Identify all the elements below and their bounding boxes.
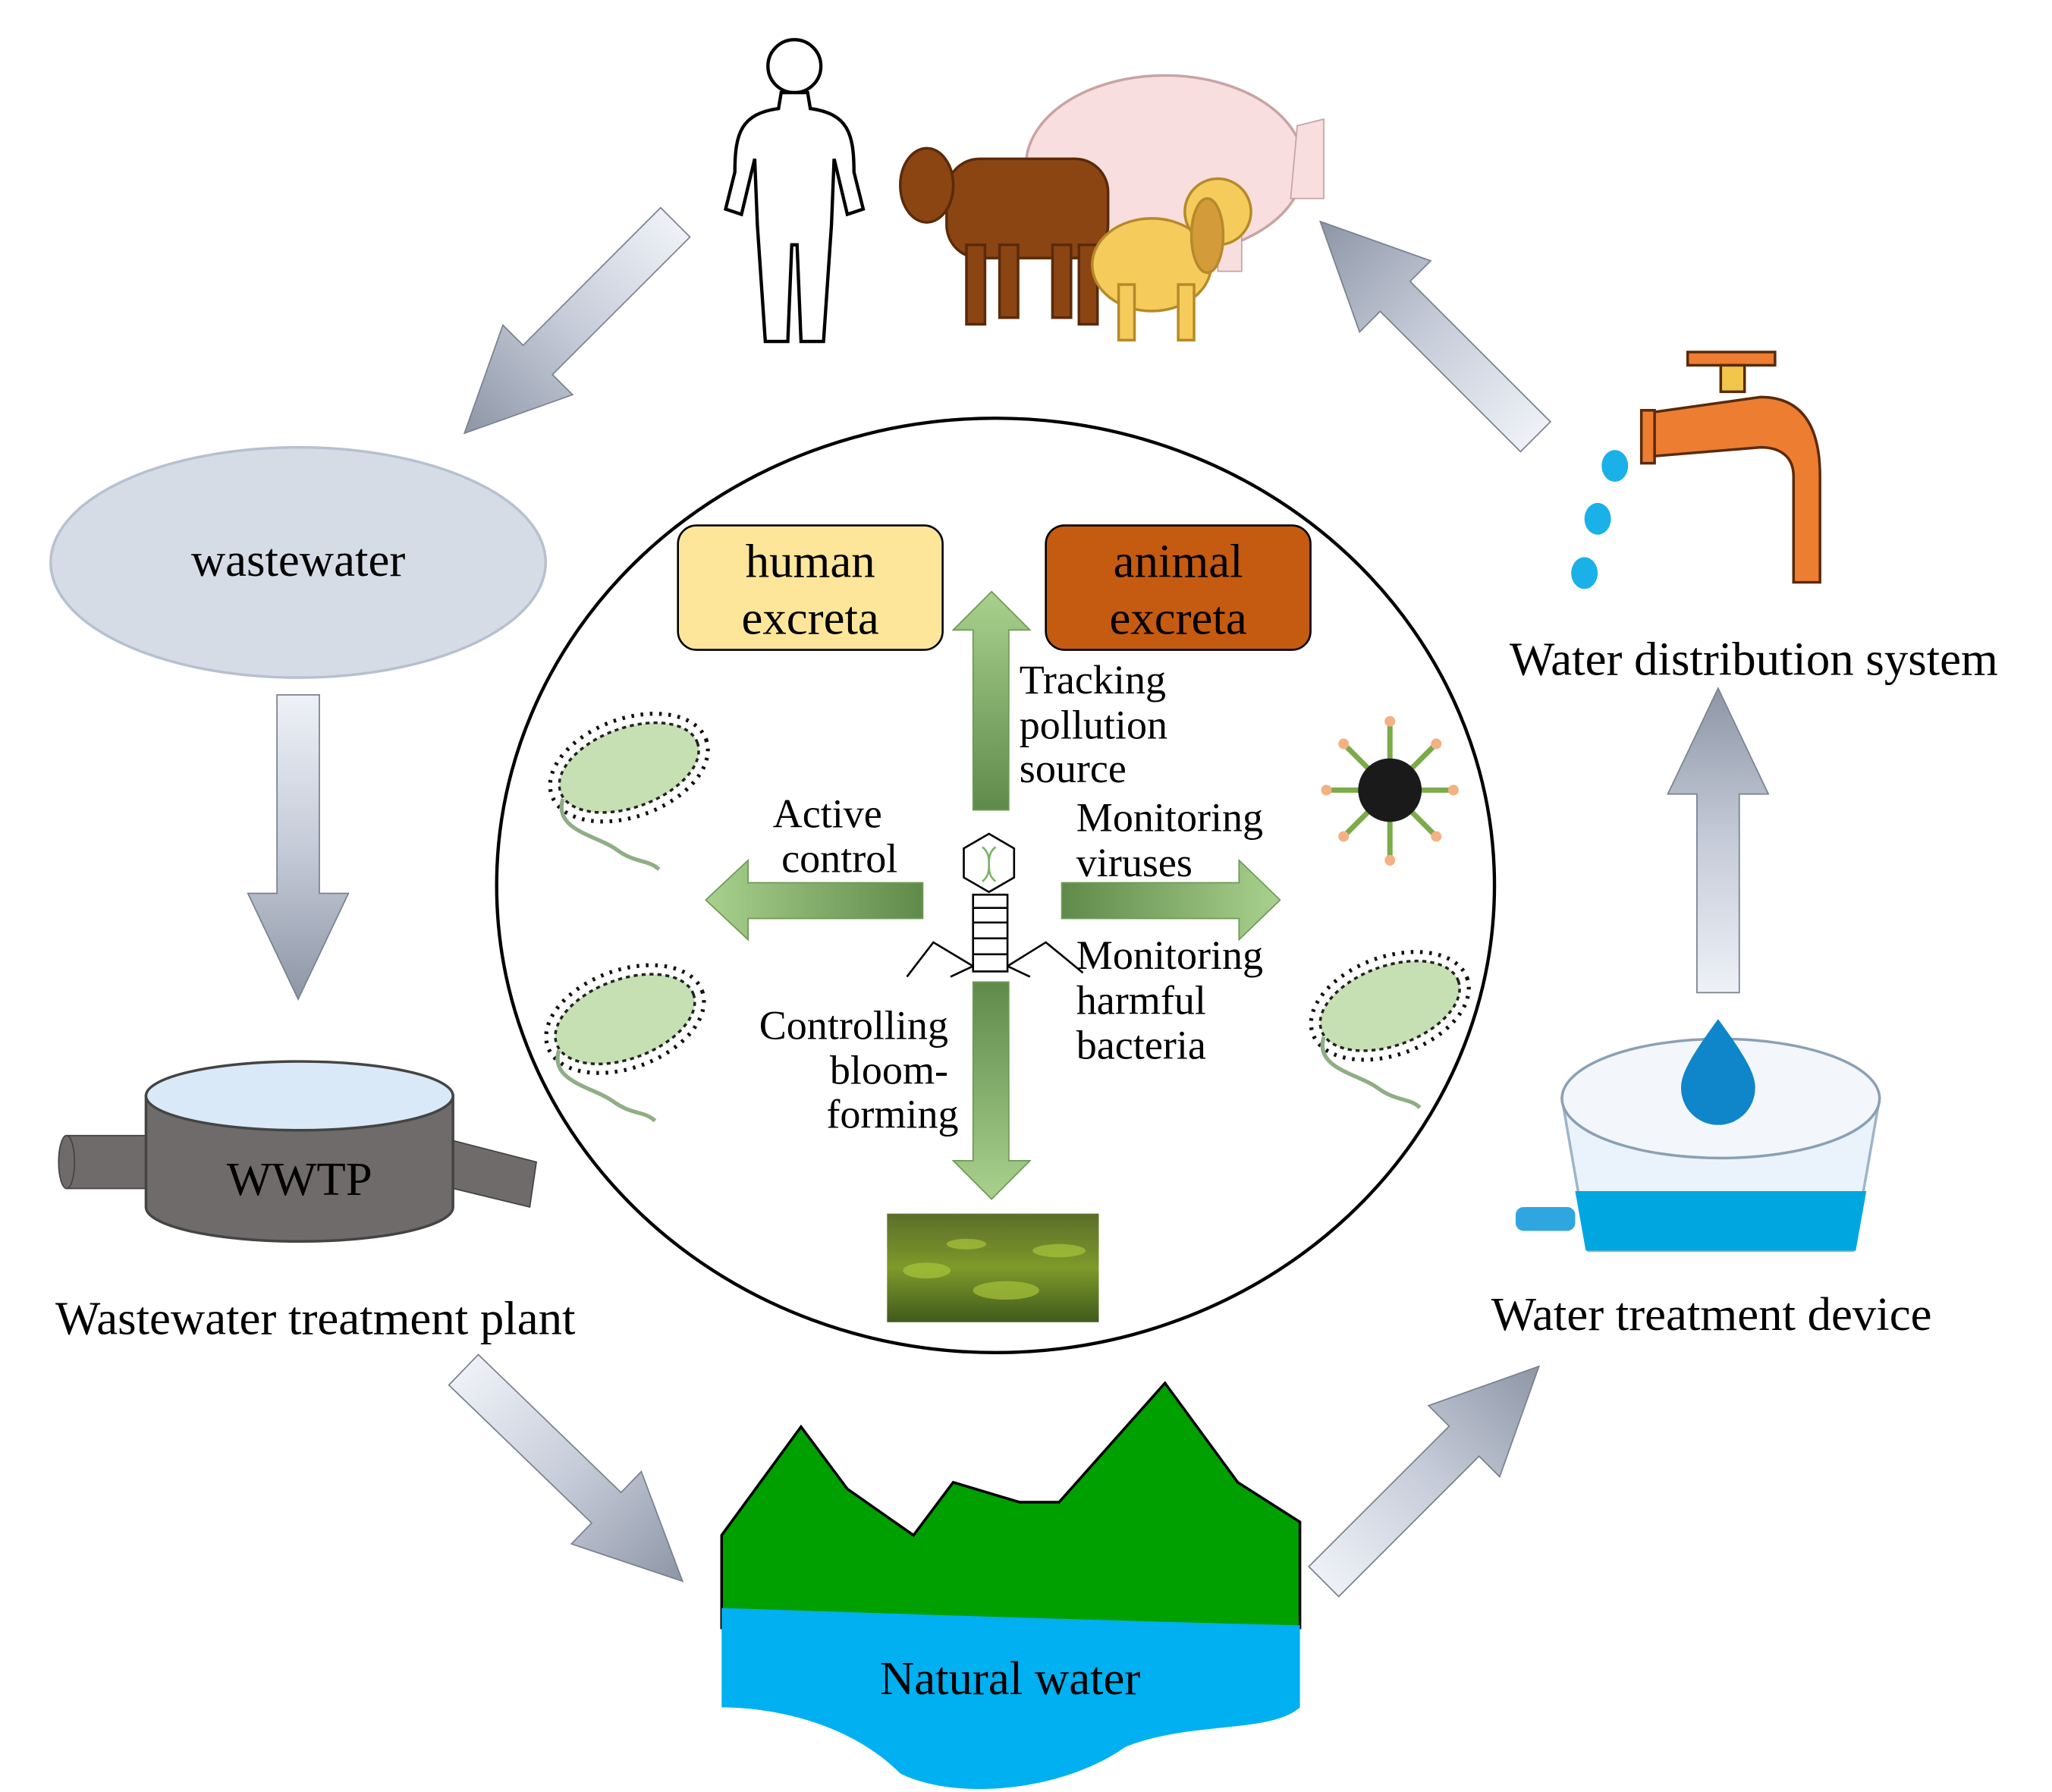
wwtp-caption: Wastewater treatment plant [55,1291,576,1344]
human-icon [723,38,866,344]
human-excreta-box: human excreta [677,524,944,651]
bacterium-icon [1296,932,1504,1133]
center-circle [495,417,1497,1355]
arrow-distribution-to-hosts [1284,185,1572,473]
bacteriophage-icon [906,832,1084,978]
natural-water-label: Natural water [880,1652,1141,1705]
arrow-left-active-control [705,858,924,942]
wwtp-icon: WWTP [58,1060,538,1243]
water-treatment-device-icon [1515,1019,1881,1253]
cow-icon [899,146,1110,326]
arrow-right-monitoring [1061,858,1281,942]
animal-excreta-box: animal excreta [1045,524,1312,651]
distribution-caption: Water distribution system [1510,633,1998,686]
wastewater-label: wastewater [191,533,406,586]
arrow-hosts-to-wastewater [429,187,712,469]
water-drops-icon [1571,450,1629,589]
arrow-wwtp-to-natural-water [428,1332,718,1618]
faucet-icon [1639,351,1821,584]
arrow-device-to-distribution [1667,687,1770,994]
treatment-device-caption: Water treatment device [1491,1287,1932,1341]
dog-icon [1090,177,1252,342]
arrow-down-controlling [951,981,1032,1200]
wwtp-label: WWTP [227,1152,372,1206]
natural-water-icon: Natural water [720,1381,1302,1789]
algae-patches [903,1238,1086,1300]
human-excreta-line1: human [746,535,875,588]
animal-excreta-line2: excreta [1109,592,1246,645]
virus-icon [1321,715,1459,866]
label-controlling-bloom: Controlling bloom- forming [759,1002,959,1137]
bacterium-icon [535,693,742,895]
arrow-up-tracking [951,590,1032,811]
arrow-wastewater-to-wwtp [247,693,350,1000]
label-monitoring-viruses: Monitoring viruses [1076,795,1274,885]
label-tracking: Tracking pollution source [1020,657,1178,791]
arrow-natural-water-to-device [1287,1330,1576,1618]
label-monitoring-bacteria: Monitoring harmful bacteria [1076,932,1274,1068]
wastewater-node: wastewater [49,445,548,679]
label-active-control: Active control [773,791,898,881]
human-excreta-line2: excreta [742,592,879,645]
animal-excreta-line1: animal [1114,535,1243,588]
